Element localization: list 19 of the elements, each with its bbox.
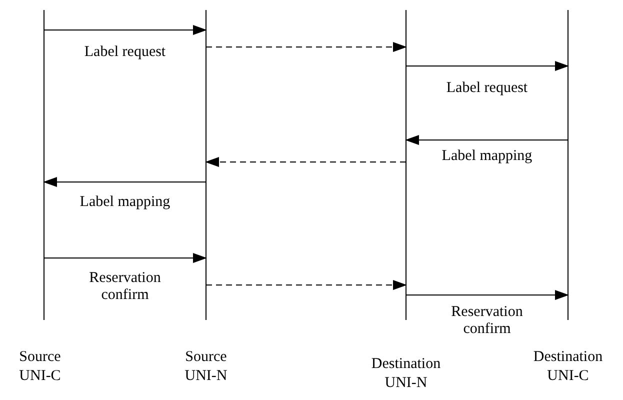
edge-label: Reservation confirm	[450, 304, 524, 338]
arrow	[405, 135, 568, 145]
dashed-arrow	[205, 157, 406, 167]
participant-label: Destination UNI-N	[370, 355, 442, 393]
arrow	[44, 25, 207, 35]
edge-label: Label mapping	[78, 194, 172, 211]
participant-label: Destination UNI-C	[532, 348, 604, 386]
dashed-arrow	[206, 42, 407, 52]
edge-label: Label request	[83, 44, 167, 61]
arrow	[44, 253, 207, 263]
edge-label: Label mapping	[440, 148, 534, 165]
participant-label: Source UNI-C	[18, 348, 62, 386]
edge-label: Reservation confirm	[88, 270, 162, 304]
arrow	[43, 177, 206, 187]
edge-label: Label request	[445, 80, 529, 97]
arrow	[406, 290, 569, 300]
arrow	[406, 61, 569, 71]
dashed-arrow	[206, 280, 407, 290]
participant-label: Source UNI-N	[184, 348, 228, 386]
